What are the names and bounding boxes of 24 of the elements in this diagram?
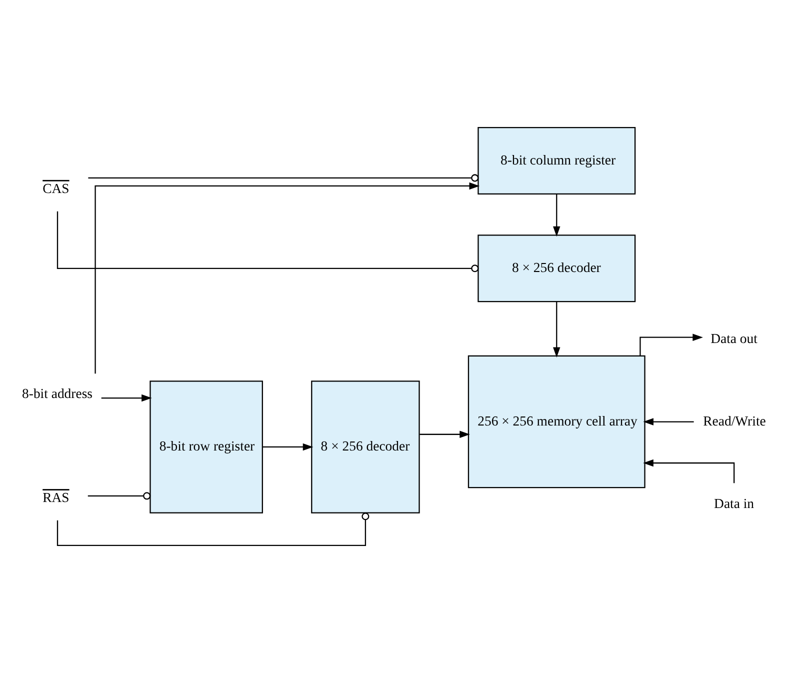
node-box: 8 × 256 decoder [311, 380, 420, 514]
connector [56, 211, 479, 272]
node-box: 8-bit row register [150, 380, 263, 514]
node-text: RAS [42, 490, 70, 506]
arrow [262, 443, 314, 451]
arrow [643, 418, 694, 426]
connector [56, 512, 370, 546]
arrow [640, 334, 703, 356]
arrow [101, 394, 152, 402]
arrow [643, 459, 735, 484]
node-text: Read/Write [703, 413, 766, 428]
arrow [94, 182, 480, 374]
node-box: 256 × 256 memory cell array [468, 355, 646, 488]
arrow [553, 194, 560, 237]
node-text: Data in [714, 496, 754, 511]
node-box: 8-bit column register [478, 127, 636, 195]
node-text: Data out [710, 330, 758, 346]
arrow [420, 430, 470, 438]
arrow [553, 302, 560, 358]
node-text: CAS [42, 180, 70, 196]
node-box: 8 × 256 decoder [478, 234, 636, 302]
connector [88, 492, 151, 500]
connector [88, 174, 479, 182]
node-text: 8-bit address [22, 386, 93, 401]
